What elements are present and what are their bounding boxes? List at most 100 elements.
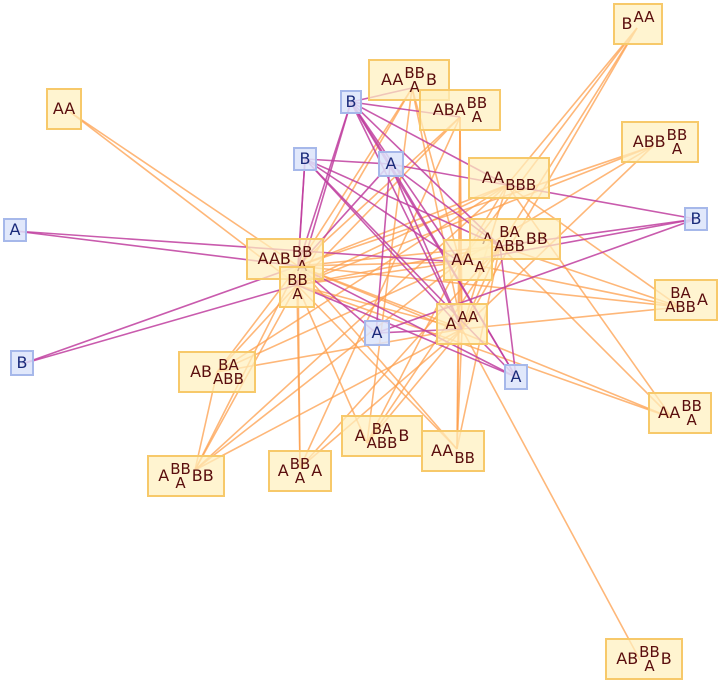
letter-node[interactable]: B <box>10 350 34 376</box>
letter-node[interactable]: B <box>684 207 708 231</box>
node-label: AA BBB <box>482 164 536 193</box>
node-label-base: B <box>345 92 357 111</box>
node-label-base: B <box>621 14 633 33</box>
node-label-sub: ABB <box>366 434 398 452</box>
word-node[interactable]: AA BB <box>421 430 485 472</box>
node-label-base: A <box>354 426 366 445</box>
node-label: AA <box>53 101 75 117</box>
magenta-edge <box>21 284 298 365</box>
gold-edge <box>459 261 681 308</box>
letter-node[interactable]: B <box>340 90 362 114</box>
letter-node[interactable]: A <box>364 320 390 346</box>
node-label-base: AB <box>616 649 639 668</box>
node-label-tail: B <box>660 649 672 668</box>
letter-node[interactable]: A <box>378 151 404 177</box>
node-label-sub: A <box>471 108 483 126</box>
node-label-base: AA <box>381 70 404 89</box>
letter-node[interactable]: A <box>504 364 528 390</box>
node-label-sup: BB <box>666 126 688 144</box>
node-label-stack: AA <box>458 310 479 338</box>
node-label: B <box>346 94 357 110</box>
node-label: B <box>300 151 311 167</box>
gold-edge <box>216 328 463 373</box>
word-node[interactable]: AA A <box>443 239 493 281</box>
node-label-sup: BB <box>404 64 425 82</box>
letter-node[interactable]: B <box>293 147 317 171</box>
gold-edge <box>299 328 463 469</box>
node-label-base: ABB <box>632 132 666 151</box>
node-label-sub: A <box>409 78 420 96</box>
magenta-edge <box>21 265 299 365</box>
node-label-sub: A <box>686 411 697 429</box>
node-label-tail: B <box>398 426 410 445</box>
gold-edge <box>299 245 501 469</box>
node-label-sub: A <box>644 657 655 675</box>
node-label: ABAABBBB <box>482 223 548 254</box>
node-label-sub: A <box>294 469 306 487</box>
node-label-tail: B <box>425 70 437 89</box>
magenta-edge <box>304 158 461 263</box>
node-label-sub: ABB <box>213 370 244 388</box>
node-label-sup: BB <box>170 460 191 478</box>
word-node[interactable]: AA BBB <box>468 157 550 199</box>
gold-edge <box>297 87 413 267</box>
node-label-sup: BB <box>466 94 488 112</box>
magenta-edge <box>499 245 517 378</box>
node-label-base: A <box>277 461 289 480</box>
magenta-edge <box>296 284 517 378</box>
node-label-sub: A <box>671 140 683 158</box>
node-label: A <box>511 369 522 385</box>
node-label-stack: AA <box>634 10 655 38</box>
magenta-edge <box>304 158 501 247</box>
node-label-base: A <box>482 231 493 247</box>
gold-edge <box>461 328 641 661</box>
gold-edge <box>297 265 681 308</box>
magenta-edge <box>297 265 517 378</box>
node-label-sub: BB <box>454 449 475 467</box>
node-label-tail: A <box>311 461 323 480</box>
node-label-base: AB <box>190 362 213 381</box>
node-label: AA A <box>451 246 485 275</box>
node-label-sub <box>642 24 647 38</box>
word-node[interactable]: AA <box>46 88 82 130</box>
gold-edge <box>296 145 654 286</box>
node-label-base: B <box>16 353 28 372</box>
letter-node[interactable]: A <box>3 218 27 242</box>
node-label: B <box>691 211 702 227</box>
node-label-sup: BA <box>499 223 520 241</box>
node-label-stack: A <box>475 246 485 275</box>
node-label: A <box>10 222 21 238</box>
gold-edge <box>194 261 461 471</box>
gold-edge <box>296 284 458 450</box>
gold-edge <box>296 184 508 286</box>
